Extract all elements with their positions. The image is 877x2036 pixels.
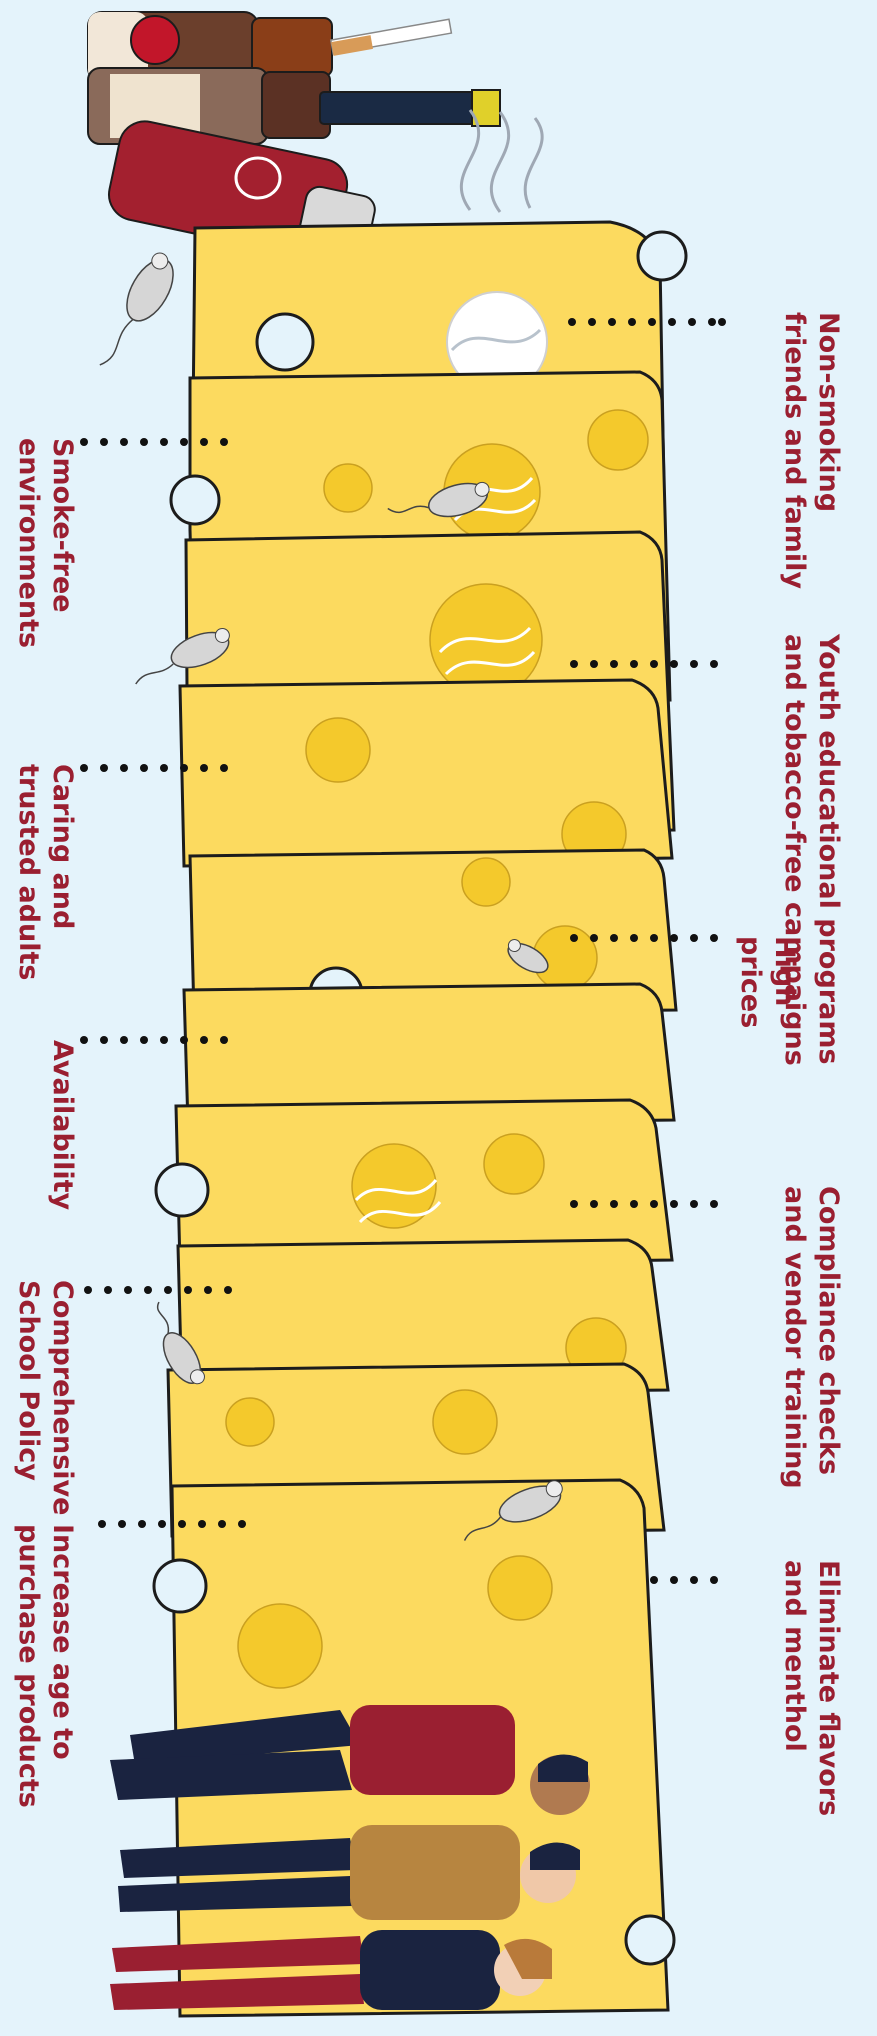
label-line: Eliminate flavors [813,1560,844,1816]
cheese-hole [324,464,372,512]
label-line: Smoke-free [47,438,78,613]
label-line: Caring and [47,764,78,929]
label-caring-adults: Caring and trusted adults [13,764,78,980]
label-school-policy: Comprehensive School Policy [13,1280,78,1515]
cheese-hole [433,1390,497,1454]
label-line: friends and family [779,312,810,589]
label-line: Increase age to [47,1524,78,1760]
label-smoke-free: Smoke-free environments [13,438,78,648]
cheese-hole [238,1604,322,1688]
label-line: environments [13,438,44,648]
cheese-hole [588,410,648,470]
label-line: Comprehensive [47,1280,78,1515]
label-line: and menthol [779,1560,810,1752]
label-line: Availability [47,1040,78,1210]
cheese-hole [257,314,313,370]
cheese-hole [484,1134,544,1194]
cheese-hole [462,858,510,906]
label-line: Compliance checks [813,1186,844,1475]
label-compliance: Compliance checks and vendor training [779,1186,844,1489]
label-line: High [769,936,800,1006]
label-line: School Policy [13,1280,44,1481]
label-line: prices [735,936,766,1028]
cheese-hole [226,1398,274,1446]
label-line: purchase products [13,1524,44,1808]
label-line: trusted adults [13,764,44,980]
cheese-hole [488,1556,552,1620]
label-age: Increase age to purchase products [13,1524,78,1808]
label-flavors: Eliminate flavors and menthol [779,1560,844,1816]
label-availability: Availability [47,1040,78,1210]
mouse-icon [89,248,184,377]
label-line: Youth educational programs [813,633,844,1065]
cheese-hole [306,718,370,782]
label-non-smoking: Non-smoking friends and family [779,312,844,589]
label-line: Non-smoking [813,312,844,512]
label-line: and vendor training [779,1186,810,1489]
